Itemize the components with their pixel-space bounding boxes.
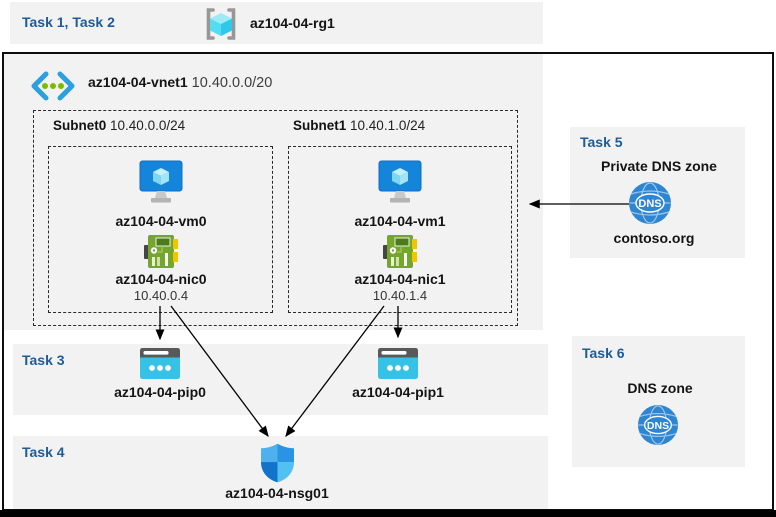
subnet0-box: az104-04-vm0 az104-04-nic0 10.40.0.4 bbox=[48, 146, 273, 313]
vnet-title: az104-04-vnet1 10.40.0.0/20 bbox=[88, 74, 272, 91]
virtual-machine-icon bbox=[378, 160, 422, 203]
network-interface-icon bbox=[383, 235, 417, 268]
virtual-network-icon bbox=[31, 71, 75, 101]
nic1-label: az104-04-nic1 bbox=[354, 271, 446, 287]
task6-panel: Task 6 DNS zone DNS bbox=[572, 336, 745, 467]
vnet-area: az104-04-vnet1 10.40.0.0/20 Subnet0 10.4… bbox=[4, 54, 543, 330]
subnet0-label: Subnet0 10.40.0.0/24 bbox=[53, 118, 185, 133]
vm1-label: az104-04-vm1 bbox=[354, 213, 446, 229]
nic1-ip: 10.40.1.4 bbox=[372, 288, 428, 303]
subnet1-box: az104-04-vm1 az104-04-nic1 10.40.1.4 bbox=[288, 146, 512, 313]
subnet0-name: Subnet0 bbox=[53, 118, 107, 133]
resource-group-name: az104-04-rg1 bbox=[250, 15, 335, 31]
vnet-name: az104-04-vnet1 bbox=[88, 74, 188, 90]
dns-zone-title: DNS zone bbox=[627, 380, 693, 396]
task3-band: Task 3 az104-04-pip0 az104-04-pip1 bbox=[13, 344, 548, 415]
nsg-label: az104-04-nsg01 bbox=[225, 485, 329, 501]
private-dns-zone-name: contoso.org bbox=[613, 230, 695, 246]
subnet1-label: Subnet1 10.40.1.0/24 bbox=[293, 118, 425, 133]
private-dns-zone-title: Private DNS zone bbox=[601, 158, 717, 174]
nic0-label: az104-04-nic0 bbox=[115, 271, 207, 287]
dns-zone-icon: DNS bbox=[637, 404, 679, 446]
subnet1-cidr: 10.40.1.0/24 bbox=[350, 118, 426, 133]
public-ip-icon bbox=[140, 348, 180, 379]
resource-group-band: Task 1, Task 2 az104-04-rg1 bbox=[10, 2, 543, 44]
subnet0-cidr: 10.40.0.0/24 bbox=[110, 118, 186, 133]
virtual-machine-icon bbox=[139, 160, 183, 203]
dns-zone-icon: DNS bbox=[629, 182, 671, 224]
task5-label: Task 5 bbox=[580, 134, 623, 150]
dns-icon-text: DNS bbox=[647, 420, 669, 432]
vnet-cidr: 10.40.0.0/20 bbox=[191, 75, 273, 91]
dns-icon-text: DNS bbox=[638, 198, 661, 210]
subnets-container bbox=[33, 110, 518, 326]
resource-group-icon bbox=[206, 8, 236, 40]
network-interface-icon bbox=[144, 235, 178, 268]
task6-label: Task 6 bbox=[582, 345, 625, 361]
task4-label: Task 4 bbox=[22, 444, 65, 460]
task4-band: Task 4 az104-04-nsg01 bbox=[13, 436, 548, 509]
task-1-2-label: Task 1, Task 2 bbox=[22, 14, 115, 30]
vm0-label: az104-04-vm0 bbox=[115, 213, 207, 229]
network-security-group-shield-icon bbox=[261, 443, 294, 483]
task3-label: Task 3 bbox=[22, 352, 65, 368]
nic0-ip: 10.40.0.4 bbox=[133, 288, 189, 303]
task5-panel: Task 5 Private DNS zone DNS contoso.org bbox=[570, 127, 745, 258]
pip1-label: az104-04-pip1 bbox=[352, 384, 444, 400]
bottom-edge-bar bbox=[0, 510, 776, 517]
pip0-label: az104-04-pip0 bbox=[114, 384, 206, 400]
subnet1-name: Subnet1 bbox=[293, 118, 347, 133]
public-ip-icon bbox=[378, 348, 418, 379]
